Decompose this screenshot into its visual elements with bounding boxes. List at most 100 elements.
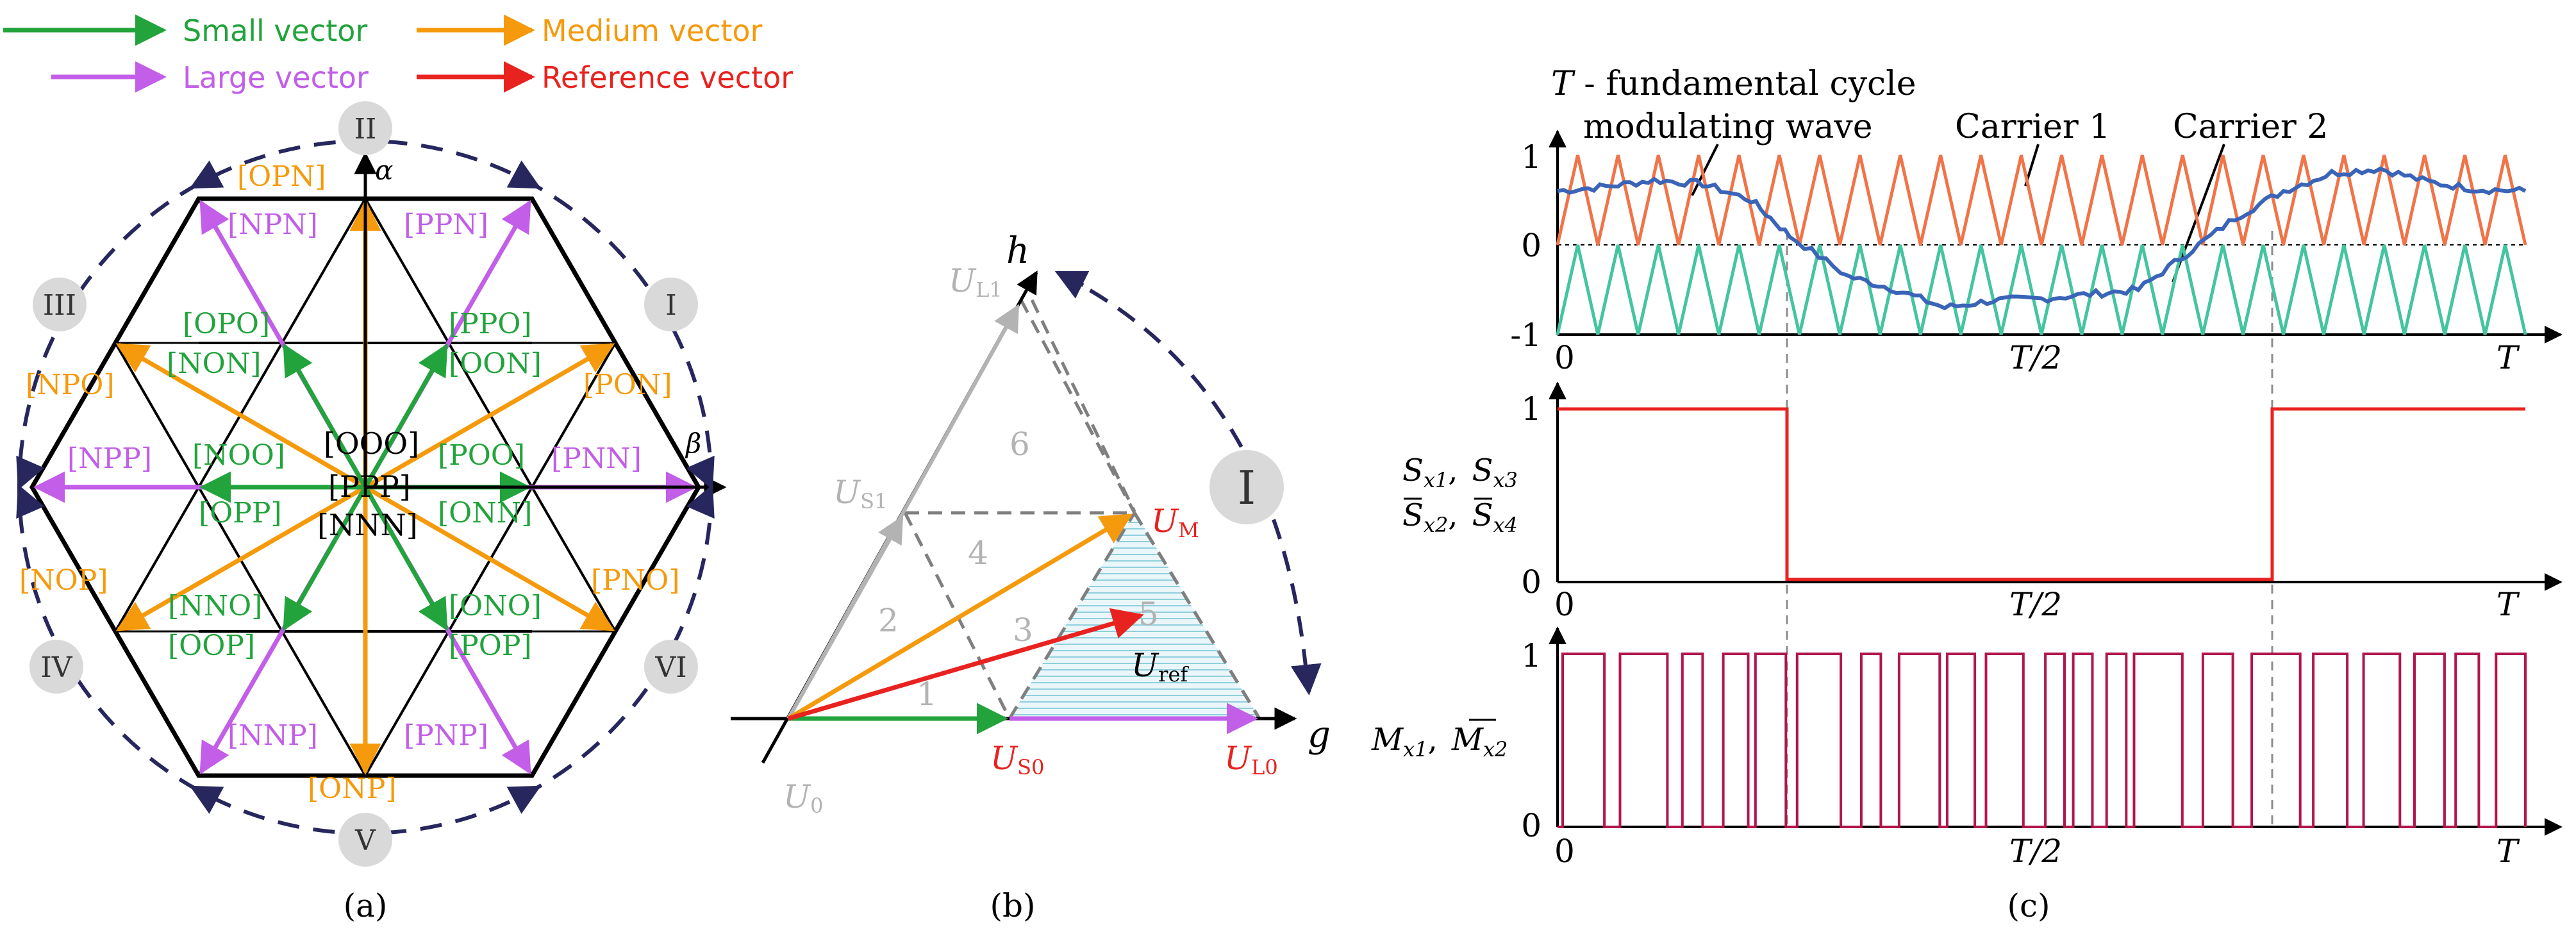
carrier1-line xyxy=(1556,154,2527,246)
caption-c: (c) xyxy=(2007,887,2050,924)
label-pop: [POP] xyxy=(449,629,532,662)
small-vectors xyxy=(199,343,531,631)
label-nno: [NNO] xyxy=(168,590,262,622)
plot3-xtick-0: 0 xyxy=(1554,833,1575,870)
legend-small-label: Small vector xyxy=(183,13,367,48)
medium-vector-nop xyxy=(115,485,367,632)
label-poo: [POO] xyxy=(438,439,525,472)
label-nnp: [NNP] xyxy=(228,719,318,752)
small-vector-ono xyxy=(363,486,449,631)
label-onn: [ONN] xyxy=(438,497,532,529)
vector-us1 xyxy=(786,515,904,720)
label-onp: [ONP] xyxy=(308,772,397,805)
label-npn: [NPN] xyxy=(228,208,318,241)
region-5: 5 xyxy=(1138,595,1159,633)
plot2-ytick-0: 0 xyxy=(1521,563,1541,601)
label-ul0: UL0 xyxy=(1224,740,1278,779)
carrier2-line xyxy=(1556,244,2527,335)
label-oop: [OOP] xyxy=(168,629,255,662)
sector-ii-badge xyxy=(338,101,392,155)
plot2-xtick-T: T xyxy=(2497,586,2520,623)
switch-signal-line xyxy=(1558,407,2525,581)
g-label: g xyxy=(1308,714,1331,756)
label-pnp: [PNP] xyxy=(404,719,488,752)
label-pno: [PNO] xyxy=(591,564,680,597)
sector-vi-badge xyxy=(644,640,698,694)
modulating-wave-line xyxy=(1557,166,2527,311)
cycle-title: T - fundamental cycle xyxy=(1551,65,1916,103)
center-label-ppp: [PPP] xyxy=(328,469,411,504)
label-noo: [NOO] xyxy=(192,439,285,472)
sector-arc-head-top xyxy=(1054,271,1090,299)
label-oon: [OON] xyxy=(449,347,542,380)
panel-b: g h I 1 2 3 4 5 6 U0 US0 UL0 UM US1 xyxy=(731,230,1331,924)
medium-vector-npo xyxy=(115,342,367,490)
plot3-xtick-T: T xyxy=(2497,833,2520,870)
label-pon: [PON] xyxy=(583,369,672,401)
legend: Small vector Medium vector Large vector … xyxy=(3,13,793,95)
sector-iii-badge xyxy=(33,278,87,331)
medium-vector-pno xyxy=(364,485,615,632)
plot1-xtick-half: T/2 xyxy=(2009,339,2062,376)
label-opp: [OPP] xyxy=(199,497,282,529)
sector-v-badge xyxy=(338,813,392,867)
plot1-ytick-1: 1 xyxy=(1521,138,1541,176)
plot2-ytick-1: 1 xyxy=(1521,390,1541,428)
sector-iv-label: IV xyxy=(40,651,72,684)
sector-v-label: V xyxy=(354,824,376,857)
region-6: 6 xyxy=(1010,426,1030,463)
label-um: UM xyxy=(1151,503,1199,542)
plot2-xtick-0: 0 xyxy=(1554,586,1575,623)
switch-signal-label-2: Sx2,Sx4 xyxy=(1402,497,1518,537)
caption-a: (a) xyxy=(344,887,388,924)
modulating-wave-label: modulating wave xyxy=(1583,108,1873,146)
plot1-xtick-0: 0 xyxy=(1554,339,1575,376)
label-non: [NON] xyxy=(167,347,261,380)
switch-signal-label-1: Sx1,Sx3 xyxy=(1402,453,1518,492)
caption-b: (b) xyxy=(990,887,1035,924)
legend-large-label: Large vector xyxy=(183,60,369,95)
carrier1-label: Carrier 1 xyxy=(1955,108,2110,146)
label-ono: [ONO] xyxy=(449,590,542,622)
sector-arc xyxy=(1059,272,1309,687)
region-numbers: 1 2 3 4 5 6 xyxy=(878,426,1159,713)
vector-uref xyxy=(788,608,1144,721)
carrier2-label: Carrier 2 xyxy=(2173,108,2328,146)
vector-um xyxy=(787,513,1133,721)
plot3-xtick-half: T/2 xyxy=(2009,833,2062,870)
sector-badges: I II III IV V VI xyxy=(29,101,698,867)
label-us0: US0 xyxy=(990,740,1044,779)
pulse-signal-line xyxy=(1558,653,2527,828)
label-opn: [OPN] xyxy=(237,160,326,193)
label-npp: [NPP] xyxy=(67,442,152,475)
sector-i-label: I xyxy=(665,289,676,322)
state-labels: [OPN] [NPN] [PPN] [OPO] [PPO] [NON] [OON… xyxy=(19,160,680,805)
label-ppn: [PPN] xyxy=(404,208,488,241)
label-npo: [NPO] xyxy=(26,369,115,401)
region-4: 4 xyxy=(968,535,988,572)
sector-ii-label: II xyxy=(354,113,377,146)
plot3-ytick-1: 1 xyxy=(1521,637,1541,674)
sector-arc-head-bottom xyxy=(1290,663,1322,695)
sector-vi-label: VI xyxy=(654,651,686,684)
legend-reference-label: Reference vector xyxy=(542,60,793,95)
small-vector-nno xyxy=(282,486,368,631)
sector-i-badge xyxy=(644,278,698,331)
dashed-edge-right xyxy=(1133,512,1261,720)
plot3-ytick-0: 0 xyxy=(1521,807,1541,844)
center-label-nnn: [NNN] xyxy=(317,508,418,542)
panel-c: T - fundamental cycle modulating wave Ca… xyxy=(1371,65,2563,924)
label-us1: US1 xyxy=(833,474,887,513)
label-uref: Uref xyxy=(1131,647,1189,687)
legend-medium-label: Medium vector xyxy=(542,13,763,48)
label-pnn: [PNN] xyxy=(551,442,642,475)
sector-i-label-b: I xyxy=(1238,461,1256,515)
label-opo: [OPO] xyxy=(183,308,270,340)
medium-vector-pon xyxy=(364,342,615,490)
center-label-ooo: [OOO] xyxy=(324,426,419,461)
label-u0: U0 xyxy=(783,778,824,818)
region-1: 1 xyxy=(917,676,937,713)
sector-i-badge-b xyxy=(1209,450,1284,524)
sector-iii-label: III xyxy=(43,289,76,322)
